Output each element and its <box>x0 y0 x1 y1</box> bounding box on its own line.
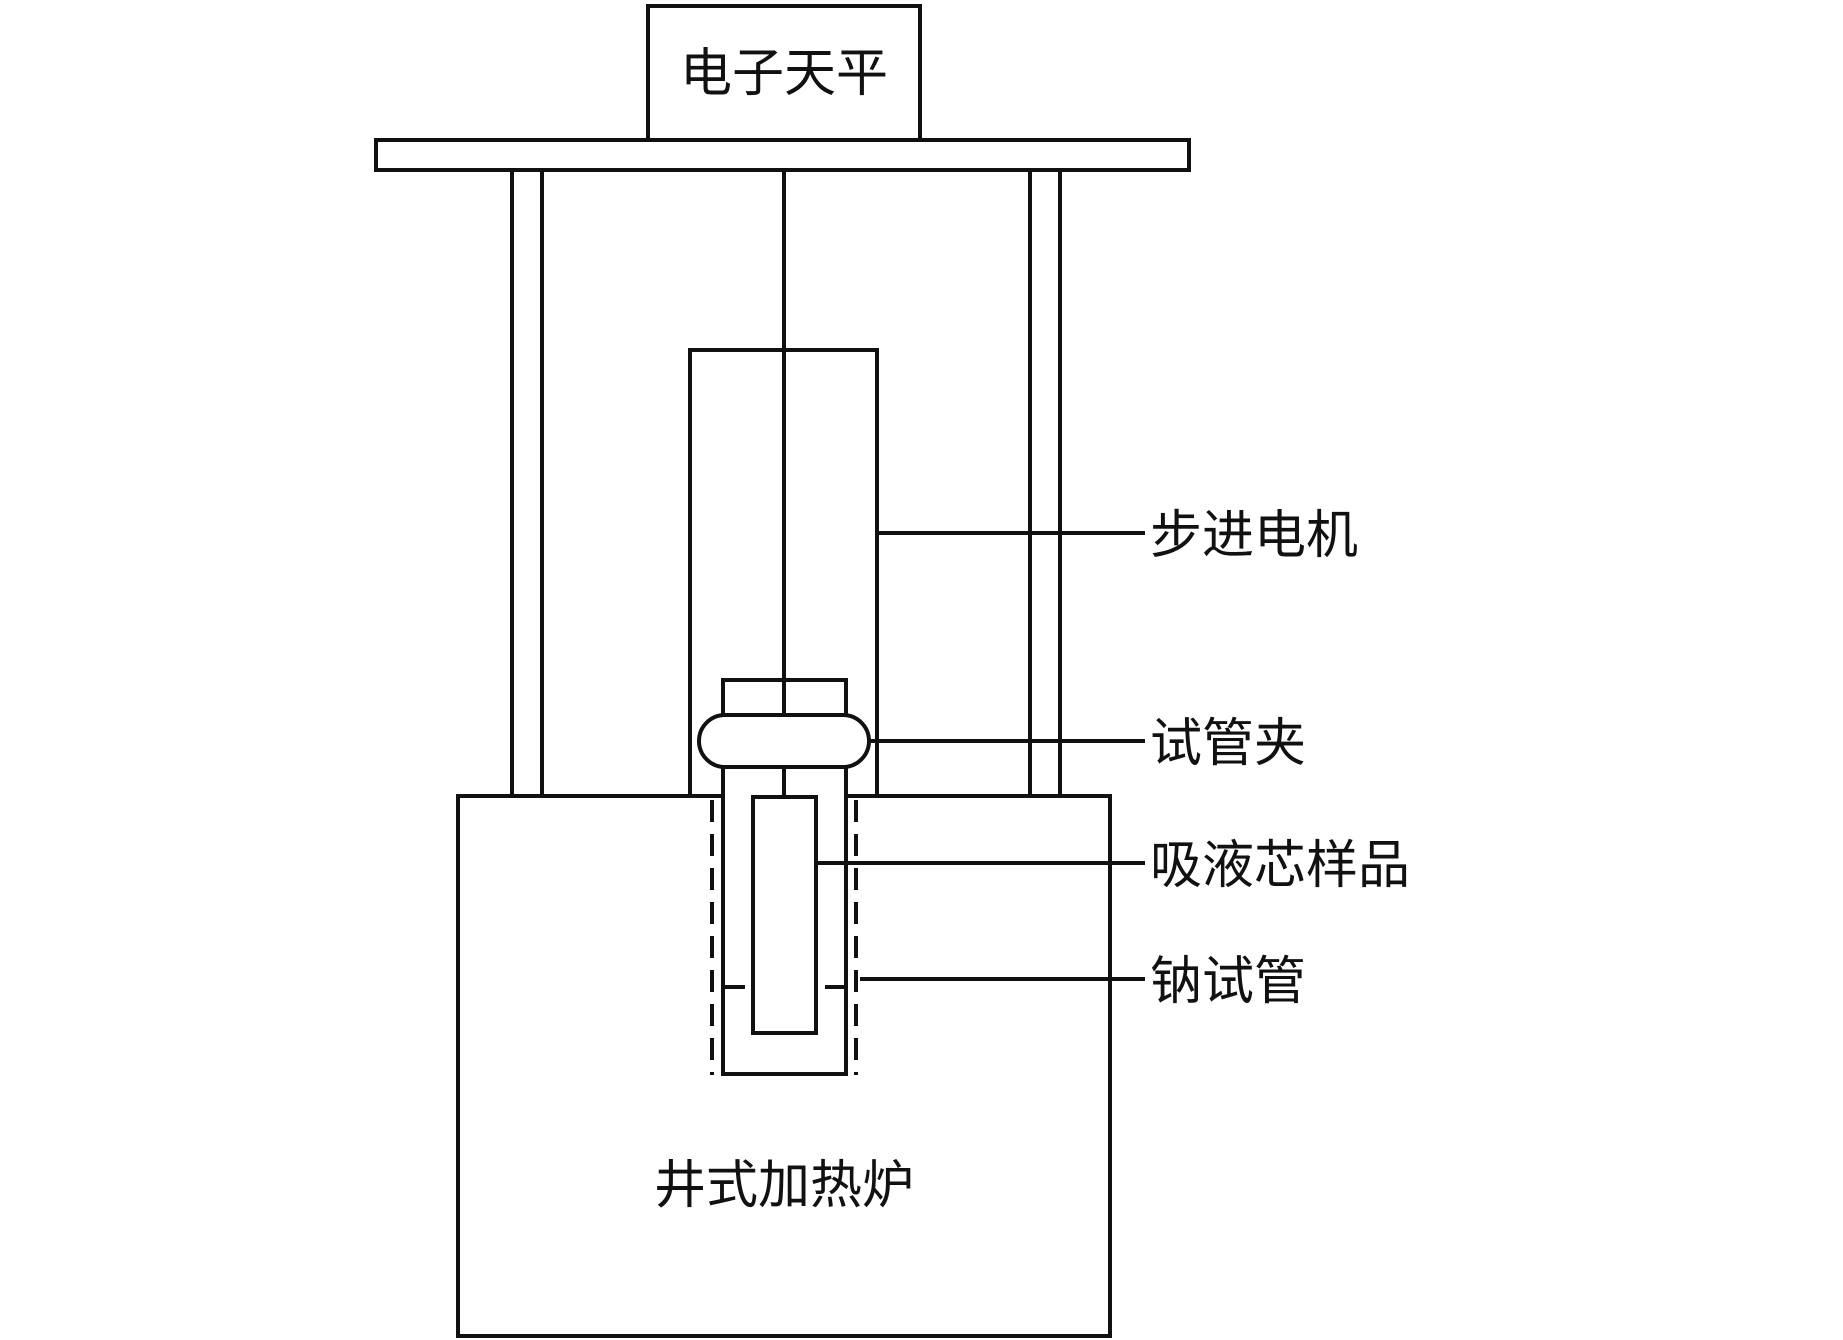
top-plate <box>374 138 1191 172</box>
right-support-column <box>1028 168 1062 798</box>
tube-clamp <box>697 713 871 769</box>
balance-box <box>646 4 922 144</box>
balance-label: 电子天平 <box>680 44 888 104</box>
sodium-tube-label: 钠试管 <box>1150 952 1306 1012</box>
furnace-label: 井式加热炉 <box>654 1156 914 1216</box>
tube-clamp-label: 试管夹 <box>1150 714 1306 774</box>
wick-sample-label: 吸液芯样品 <box>1150 836 1410 896</box>
wick-sample <box>751 795 818 1035</box>
left-support-column <box>510 168 544 798</box>
stepper-motor-label: 步进电机 <box>1150 506 1358 566</box>
